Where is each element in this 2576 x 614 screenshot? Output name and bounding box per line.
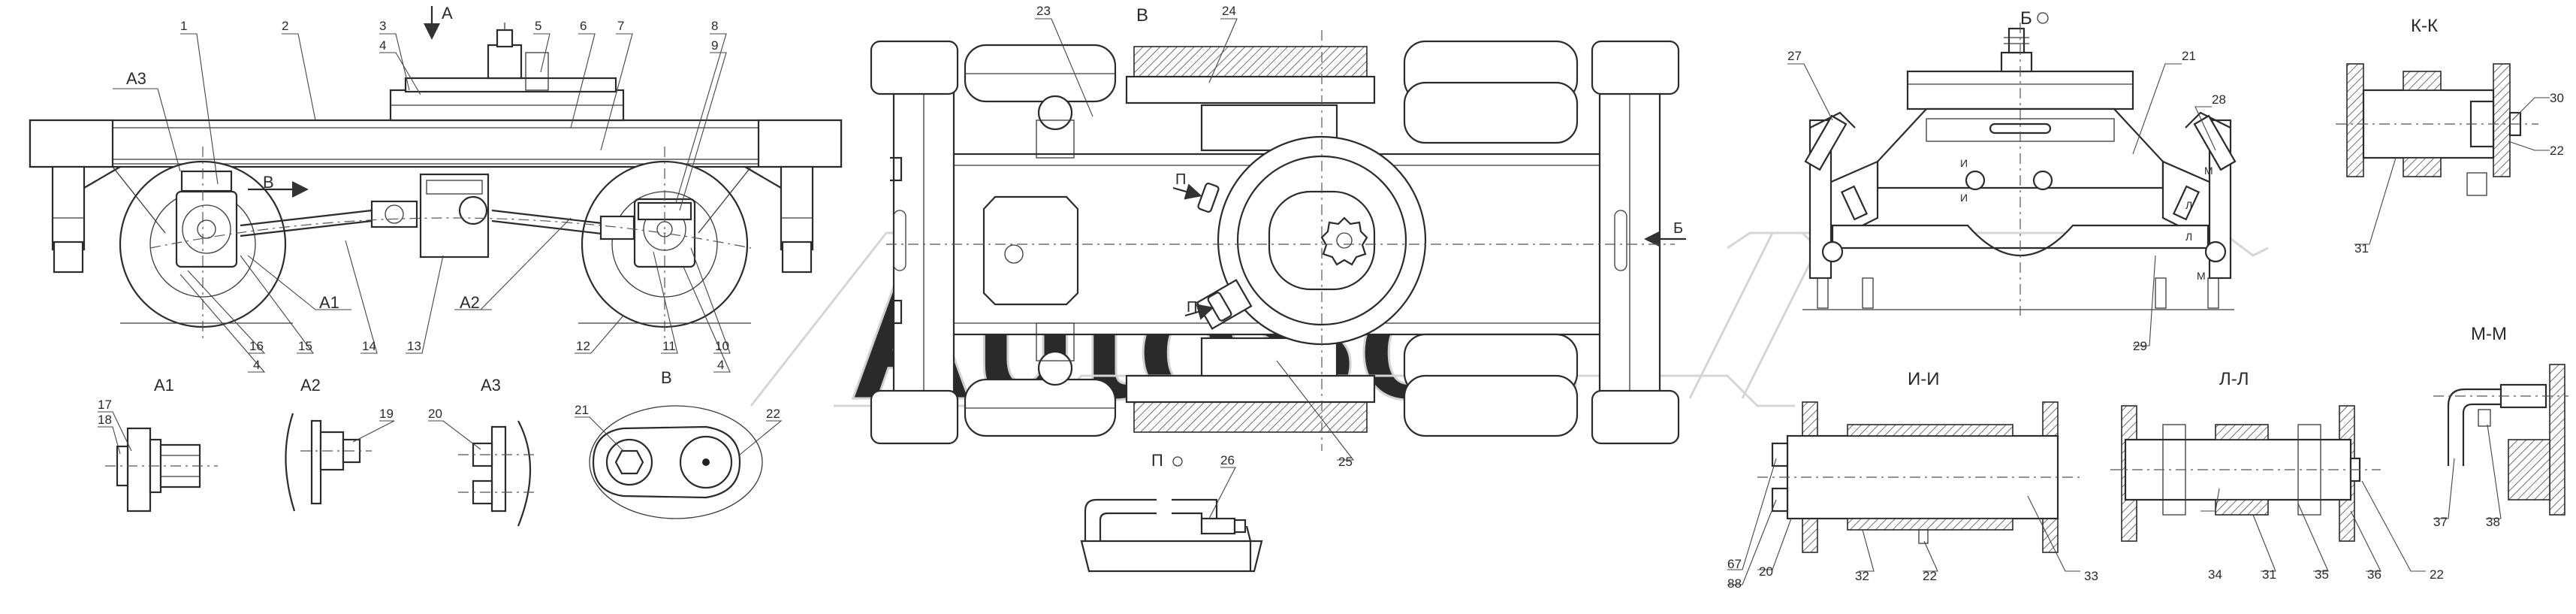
callout-11: 11 — [662, 339, 676, 353]
callout-12: 12 — [576, 339, 590, 353]
callout-33: 33 — [2084, 569, 2098, 583]
callout-13: 13 — [407, 339, 421, 353]
mark-p2: П — [1187, 299, 1197, 316]
callout-22: 22 — [766, 407, 780, 421]
mark-a2: А2 — [460, 293, 480, 312]
callout-67: 67 — [1727, 557, 1742, 571]
mark-b-top: Б — [1673, 220, 1683, 237]
callout-3: 3 — [379, 19, 386, 33]
callout-5: 5 — [535, 19, 541, 33]
section-ll-title: Л-Л — [2219, 369, 2249, 389]
detail-a3: А3 20 — [428, 376, 537, 527]
callout-20: 20 — [428, 407, 442, 421]
detail-a2-title: А2 — [300, 376, 321, 395]
callout-23: 23 — [1036, 4, 1051, 18]
frame-rail — [29, 119, 843, 168]
callout-9: 9 — [711, 38, 718, 53]
callout-21-end: 21 — [2182, 49, 2196, 63]
callout-7: 7 — [617, 19, 624, 33]
mark-i1: И — [1960, 157, 1968, 169]
callout-8: 8 — [711, 19, 718, 33]
section-kk-title: К-К — [2411, 16, 2438, 36]
detail-v: В 21 22 — [575, 368, 783, 519]
callout-22-kk: 22 — [2550, 144, 2564, 158]
callout-17: 17 — [98, 398, 112, 412]
detail-a3-title: А3 — [481, 376, 501, 395]
section-kk: К-К 30 22 31 — [2336, 16, 2564, 256]
callout-29: 29 — [2133, 339, 2147, 353]
callout-35: 35 — [2315, 567, 2329, 582]
end-view: Б И И Л Л М — [1787, 8, 2237, 353]
section-ii: И-И 67 88 20 32 22 33 — [1727, 369, 2098, 591]
top-view-label: В — [1136, 5, 1148, 26]
section-mm: М-М 37 38 — [2433, 324, 2568, 529]
callout-18: 18 — [98, 413, 112, 427]
detail-a2: А2 19 — [285, 376, 395, 512]
callout-31-ll: 31 — [2262, 567, 2276, 582]
mark-m2: М — [2197, 270, 2206, 282]
callout-2: 2 — [282, 19, 288, 33]
callout-19: 19 — [379, 407, 394, 421]
callout-14: 14 — [362, 339, 376, 353]
side-view: А — [29, 4, 843, 373]
callout-30: 30 — [2550, 91, 2564, 105]
callout-4: 4 — [379, 38, 386, 53]
callout-20-ii: 20 — [1759, 564, 1773, 579]
detail-p: П 26 — [1080, 451, 1263, 573]
mark-m1: М — [2204, 165, 2213, 177]
mark-b: В — [263, 173, 274, 192]
detail-p-title: П — [1151, 451, 1163, 470]
callout-10: 10 — [715, 339, 729, 353]
callout-22-ii: 22 — [1923, 569, 1937, 583]
callout-27: 27 — [1787, 49, 1802, 63]
view-label-a: А — [442, 4, 453, 23]
callout-34: 34 — [2208, 567, 2222, 582]
callout-4b: 4 — [717, 358, 724, 372]
mark-a3: А3 — [126, 69, 146, 88]
callout-28: 28 — [2212, 92, 2226, 107]
detail-v-title: В — [661, 368, 672, 387]
callout-38: 38 — [2486, 515, 2500, 529]
callout-1: 1 — [180, 19, 187, 33]
callout-36: 36 — [2367, 567, 2381, 582]
mark-a1: А1 — [319, 293, 339, 312]
callout-32: 32 — [1855, 569, 1869, 583]
section-ii-title: И-И — [1908, 369, 1940, 389]
mark-l1: Л — [2185, 199, 2192, 211]
callout-24: 24 — [1222, 4, 1236, 18]
callout-25: 25 — [1338, 455, 1353, 469]
callout-15: 15 — [298, 339, 312, 353]
top-view: В — [870, 4, 1686, 469]
callout-26: 26 — [1220, 453, 1235, 467]
callout-16: 16 — [249, 339, 264, 353]
callout-6: 6 — [580, 19, 587, 33]
callout-4c: 4 — [253, 358, 260, 372]
callout-22-ll: 22 — [2430, 567, 2444, 582]
mark-l2: Л — [2185, 231, 2192, 243]
callout-31-kk: 31 — [2354, 241, 2369, 256]
section-mm-title: М-М — [2471, 324, 2507, 344]
mark-i2: И — [1960, 192, 1968, 204]
section-ll: Л-Л 34 31 35 36 22 — [2110, 369, 2444, 582]
detail-a1-title: А1 — [154, 376, 174, 395]
mark-p1: П — [1175, 171, 1186, 188]
end-view-label: Б — [2020, 8, 2032, 29]
callout-21: 21 — [575, 403, 589, 417]
callout-37: 37 — [2433, 515, 2448, 529]
detail-a1: А1 17 18 — [98, 376, 218, 513]
callout-88: 88 — [1727, 576, 1742, 591]
